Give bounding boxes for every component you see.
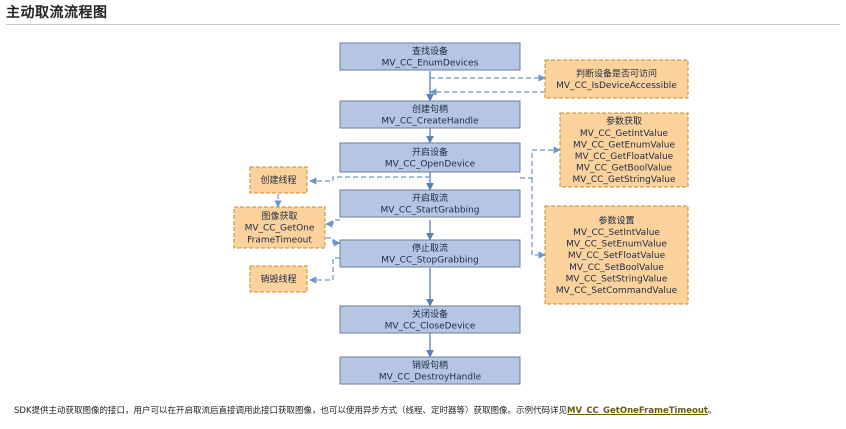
sample-code-link[interactable]: MV_CC_GetOneFrameTimeout xyxy=(567,406,708,416)
main-step-stop: 停止取流 MV_CC_StopGrabbing xyxy=(339,239,521,268)
main-step-enum-label: 查找设备 xyxy=(412,45,448,57)
side-create-thread: 创建线程 xyxy=(249,166,308,194)
main-step-close-box xyxy=(339,305,521,334)
main-step-open-label: 开启设备 xyxy=(412,146,448,158)
side-set-params-box xyxy=(544,205,689,305)
main-step-create: 创建句柄 MV_CC_CreateHandle xyxy=(339,100,521,129)
title-divider xyxy=(6,24,840,25)
main-step-start-box xyxy=(339,189,521,218)
side-get-params-label: MV_CC_GetFloatValue xyxy=(575,152,674,162)
side-get-params-label: MV_CC_GetBoolValue xyxy=(576,164,672,174)
side-accessible: 判断设备是否可访问 MV_CC_IsDeviceAccessible xyxy=(544,59,689,99)
side-set-params-label: MV_CC_SetFloatValue xyxy=(568,251,666,261)
main-step-stop-label: MV_CC_StopGrabbing xyxy=(381,256,478,266)
side-get-image-label: MV_CC_GetOne xyxy=(245,224,315,234)
main-step-destroy-box xyxy=(339,356,521,385)
main-step-open: 开启设备 MV_CC_OpenDevice xyxy=(339,142,521,173)
side-set-params-label: MV_CC_SetStringValue xyxy=(566,274,668,284)
side-get-params-label: 参数获取 xyxy=(606,115,642,127)
side-destroy-thread-box xyxy=(249,265,308,293)
side-accessible-label: 判断设备是否可访问 xyxy=(576,67,657,79)
side-accessible-box xyxy=(544,59,689,99)
side-get-params-box xyxy=(559,112,689,188)
side-get-image: 图像获取 MV_CC_GetOneFrameTimeout xyxy=(233,206,326,249)
side-get-image-label: FrameTimeout xyxy=(247,235,312,245)
arrow-start-to-get-image xyxy=(325,219,340,228)
main-step-enum-label: MV_CC_EnumDevices xyxy=(382,59,479,69)
arrow-open-to-get-params xyxy=(520,146,561,179)
main-step-start: 开启取流 MV_CC_StartGrabbing xyxy=(339,189,521,218)
main-step-create-label: 创建句柄 xyxy=(412,103,448,115)
arrow-stop-to-destroy-thread xyxy=(309,257,340,284)
main-step-destroy-label: MV_CC_DestroyHandle xyxy=(379,373,482,383)
side-get-image-label: 图像获取 xyxy=(261,210,297,222)
main-step-enum: 查找设备 MV_CC_EnumDevices xyxy=(339,42,521,71)
side-set-params: 参数设置MV_CC_SetIntValueMV_CC_SetEnumValueM… xyxy=(544,205,689,305)
main-step-enum-box xyxy=(339,42,521,71)
side-get-params-label: MV_CC_GetStringValue xyxy=(572,175,676,185)
main-step-open-label: MV_CC_OpenDevice xyxy=(385,160,476,170)
side-set-params-label: MV_CC_SetCommandValue xyxy=(556,286,678,296)
main-step-create-label: MV_CC_CreateHandle xyxy=(381,117,479,127)
side-create-thread-box xyxy=(249,166,308,194)
main-step-destroy: 销毁句柄 MV_CC_DestroyHandle xyxy=(339,356,521,385)
main-step-close-label: 关闭设备 xyxy=(412,308,448,320)
arrow-open-to-set-params xyxy=(531,178,546,259)
footer-note: SDK提供主动获取图像的接口，用户可以在开启取流后直接调用此接口获取图像，也可以… xyxy=(14,404,717,416)
footer-text: SDK提供主动获取图像的接口，用户可以在开启取流后直接调用此接口获取图像，也可以… xyxy=(14,406,568,416)
side-destroy-thread: 销毁线程 xyxy=(249,265,308,293)
side-get-image-box xyxy=(233,206,326,249)
footer-end: 。 xyxy=(708,406,717,416)
main-step-stop-box xyxy=(339,239,521,268)
main-step-destroy-label: 销毁句柄 xyxy=(412,359,448,371)
side-accessible-label: MV_CC_IsDeviceAccessible xyxy=(556,81,677,91)
side-get-params: 参数获取 MV_CC_GetIntValueMV_CC_GetEnumValueM… xyxy=(559,112,689,188)
side-get-params-label: MV_CC_GetIntValue xyxy=(580,129,669,139)
flowchart: 查找设备 MV_CC_EnumDevices 创建句柄 MV_CC_CreateHan… xyxy=(233,42,689,385)
main-step-stop-label: 停止取流 xyxy=(412,242,448,254)
main-step-start-label: 开启取流 xyxy=(412,192,448,204)
page-title: 主动取流流程图 xyxy=(6,5,108,21)
main-step-close-label: MV_CC_CloseDevice xyxy=(385,322,476,332)
side-flow-arrows xyxy=(274,74,561,284)
main-step-start-label: MV_CC_StartGrabbing xyxy=(380,206,479,216)
side-set-params-label: 参数设置 xyxy=(598,214,634,226)
side-destroy-thread-label: 销毁线程 xyxy=(260,273,296,285)
main-step-open-box xyxy=(339,142,521,173)
side-set-params-label: MV_CC_SetIntValue xyxy=(573,228,660,238)
side-set-params-label: MV_CC_SetEnumValue xyxy=(566,240,667,250)
main-step-close: 关闭设备 MV_CC_CloseDevice xyxy=(339,305,521,334)
main-step-create-box xyxy=(339,100,521,129)
side-get-params-label: MV_CC_GetEnumValue xyxy=(573,140,676,150)
arrow-open-to-create-thread xyxy=(309,176,430,185)
arrow-get-image-to-stop xyxy=(326,237,341,247)
side-set-params-label: MV_CC_SetBoolValue xyxy=(569,263,664,273)
side-create-thread-label: 创建线程 xyxy=(260,174,296,186)
